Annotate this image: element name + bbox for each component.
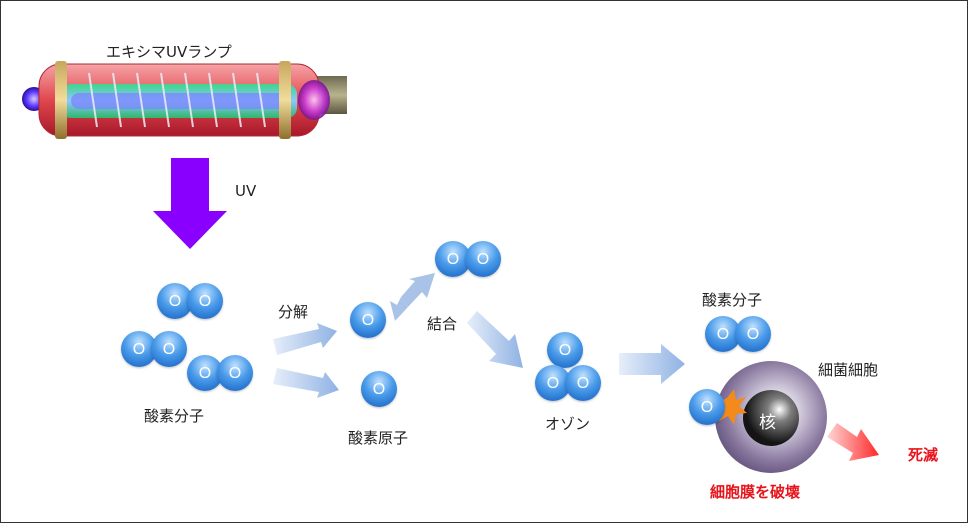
ozone-label: オゾン (545, 415, 591, 433)
lamp-coil (88, 72, 266, 128)
oxygen-atom: O (547, 332, 583, 368)
split-arrow-up (273, 323, 337, 355)
lamp-blue-glow (71, 93, 289, 109)
bacteria-label: 細菌細胞 (818, 361, 879, 379)
lamp-label: エキシマUVランプ (106, 43, 232, 61)
death-label: 死滅 (908, 446, 939, 464)
excimer-lamp (22, 61, 347, 139)
nucleus-label: 核 (759, 413, 776, 433)
oxygen-atom: O (217, 355, 253, 391)
split-label: 分解 (278, 303, 309, 321)
uv-arrow (153, 158, 227, 249)
membrane-destroyed-label: 細胞膜を破壊 (710, 483, 801, 501)
oxygen-atom: O (535, 365, 571, 401)
death-arrow (827, 423, 879, 461)
attacking-oxygen-atom: O (689, 389, 725, 425)
ozone-to-cell-arrow (619, 344, 685, 384)
oxygen-atom: O (735, 316, 771, 352)
oxygen-atom: O (465, 241, 501, 277)
oxygen-atom: O (361, 371, 397, 407)
lamp-band-left (55, 61, 67, 139)
impact-burst (717, 389, 747, 425)
oxygen-molecule-label: 酸素分子 (144, 407, 205, 425)
oxygen-molecule-label-2: 酸素分子 (702, 291, 763, 309)
oxygen-atom: O (565, 365, 601, 401)
oxygen-atom-label: 酸素原子 (348, 429, 409, 447)
oxygen-atom: O (151, 331, 187, 367)
oxygen-atom: O (350, 302, 386, 338)
uv-label: UV (235, 182, 257, 200)
lamp-tip-right (298, 80, 330, 120)
combine-arrow-to-ozone (467, 311, 523, 368)
split-arrow-down (273, 368, 339, 398)
combine-label: 結合 (427, 315, 458, 333)
combine-arrow-double (390, 273, 435, 321)
oxygen-atom: O (187, 283, 223, 319)
nucleus (743, 390, 799, 446)
oxygen-atom: O (157, 283, 193, 319)
lamp-band-right (279, 61, 291, 139)
